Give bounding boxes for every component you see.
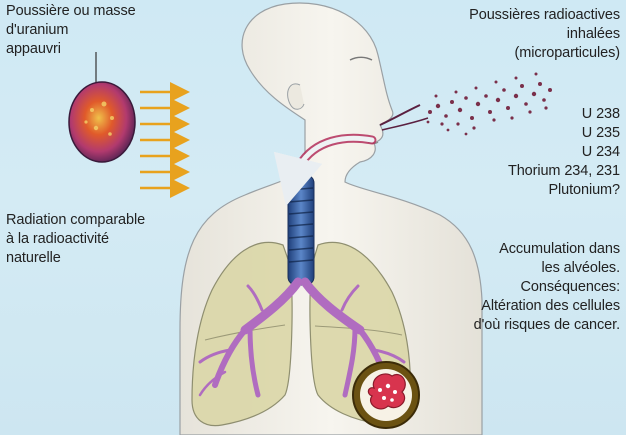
isotope-u238: U 238 [508,105,620,124]
dust-source-label: Poussière ou masse d'uranium appauvri [6,2,136,59]
isotopes-list: U 238 U 235 U 234 Thorium 234, 231 Pluto… [508,105,620,200]
consequences-line-4: Altération des cellules [474,297,620,316]
radiation-label: Radiation comparable à la radioactivité … [6,211,145,268]
inhaled-dust-label: Poussières radioactives inhalées (microp… [469,6,620,63]
isotope-thorium: Thorium 234, 231 [508,162,620,181]
alveole-magnifier-icon [353,362,419,428]
inhaled-dust-line-1: Poussières radioactives [469,6,620,25]
dust-source-line-3: appauvri [6,40,136,59]
consequences-line-5: d'où risques de cancer. [474,316,620,335]
inhaled-dust-line-3: (microparticules) [469,44,620,63]
consequences-line-2: les alvéoles. [474,259,620,278]
isotope-u235: U 235 [508,124,620,143]
inhaled-dust-line-2: inhalées [469,25,620,44]
isotope-plutonium: Plutonium? [508,181,620,200]
dust-source-line-2: d'uranium [6,21,136,40]
radiation-line-2: à la radioactivité [6,230,145,249]
consequences-line-1: Accumulation dans [474,240,620,259]
radiation-arrows-icon [140,92,185,188]
consequences-label: Accumulation dans les alvéoles. Conséque… [474,240,620,335]
trachea [288,175,314,285]
dust-source-line-1: Poussière ou masse [6,2,136,21]
uranium-mass-icon [69,52,135,162]
consequences-line-3: Conséquences: [474,278,620,297]
isotope-u234: U 234 [508,143,620,162]
radiation-line-1: Radiation comparable [6,211,145,230]
radiation-line-3: naturelle [6,249,145,268]
